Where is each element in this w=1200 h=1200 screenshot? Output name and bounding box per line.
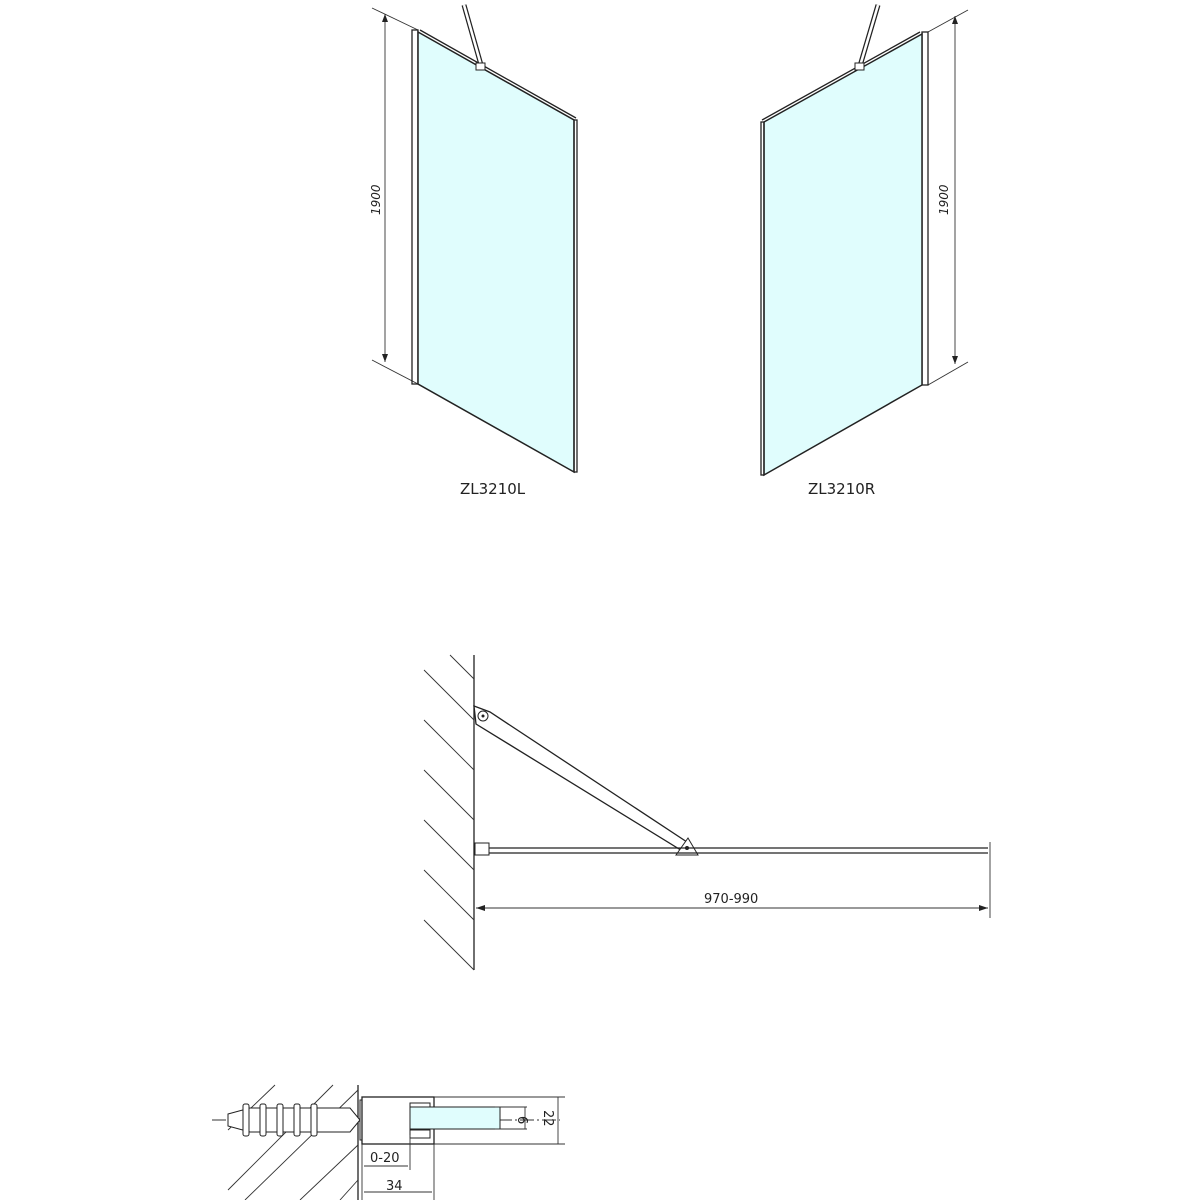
right-height-dimension: 1900 (937, 184, 951, 215)
profile-width-dimension: 22 (540, 1110, 555, 1127)
adjust-dimension: 0-20 (370, 1151, 400, 1166)
right-panel-drawing (760, 4, 969, 477)
right-panel-label: ZL3210R (808, 480, 875, 498)
glass-thickness-dimension: 6 (514, 1116, 529, 1124)
left-panel-label: ZL3210L (460, 480, 526, 498)
width-dimension: 970-990 (704, 892, 758, 907)
top-view-drawing (423, 654, 991, 971)
left-panel-drawing (371, 4, 578, 474)
profile-depth-dimension: 34 (386, 1179, 403, 1194)
wall-profile-detail (212, 1084, 565, 1200)
left-height-dimension: 1900 (369, 184, 383, 215)
